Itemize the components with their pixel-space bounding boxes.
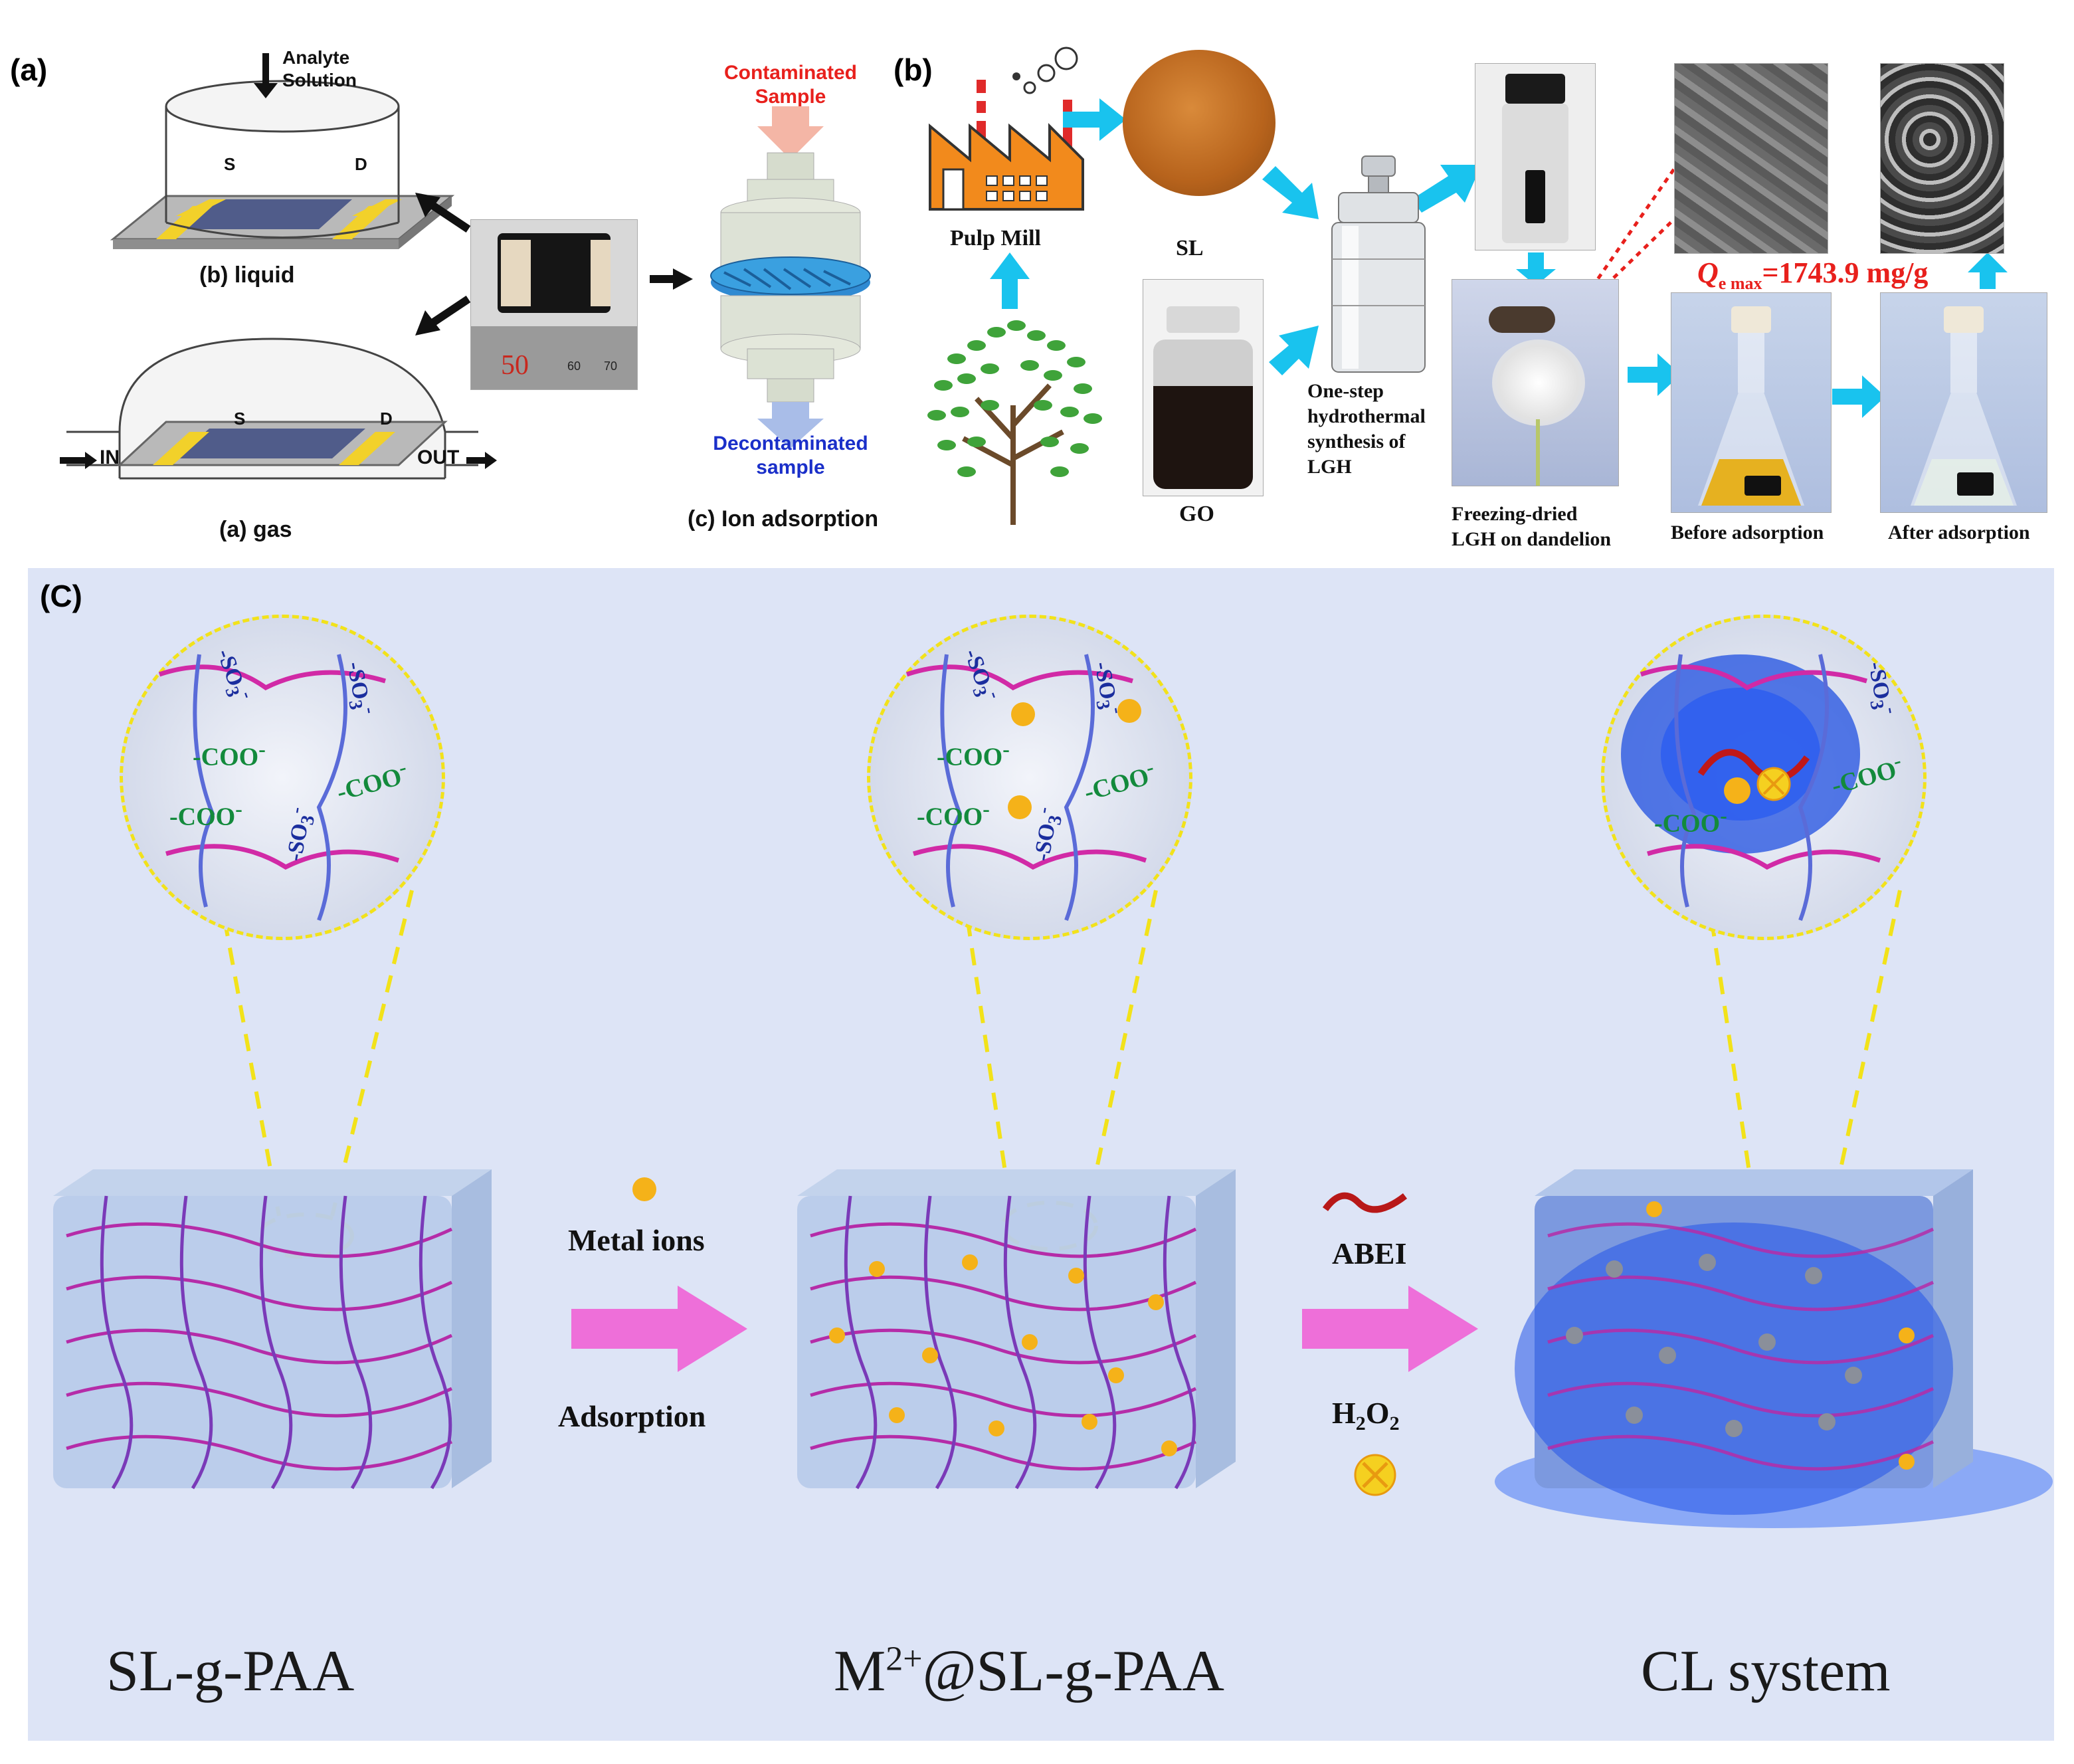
ruler-number: 50 [501,350,529,381]
title-sl-g-paa: SL-g-PAA [106,1639,355,1704]
electrode-d-label: D [355,154,367,174]
sample-photo: 50 60 70 [470,219,638,390]
tree-icon [927,320,1102,525]
pulp-mill-label: Pulp Mill [950,226,1041,250]
coo-group-5: -COO- [917,797,990,831]
sl-powder-photo [1123,50,1275,196]
reaction-arrow-icon [1302,1286,1478,1372]
h2o2-icon [1756,767,1791,801]
in-arrowhead-icon [85,452,97,469]
after-adsorption-label: After adsorption [1888,522,2030,543]
lgh-vial-photo [1475,63,1596,250]
arrow-to-gas-icon [415,296,471,336]
metal-ion-icon [1011,702,1035,726]
panel-c-label: (C) [40,579,82,613]
coo-group-4: -COO- [937,737,1010,771]
sl-label: SL [1176,236,1204,260]
adsorption-column-illustration [710,106,871,448]
metal-ion-legend-icon [632,1177,656,1201]
sem-before-photo [1674,63,1828,254]
zoom-network-sl-g-paa [158,654,400,922]
before-adsorption-label: Before adsorption [1671,522,1824,543]
ruler-tick-70: 70 [604,359,618,373]
liquid-sensor-illustration [110,53,455,249]
electrode-d-gas-label: D [380,409,393,429]
out-arrow-icon [466,457,486,464]
coo-group-7: -COO- [1654,804,1727,838]
arrow-to-adsorption-icon [650,268,693,290]
arrow-after-to-sem-icon [1968,252,2008,289]
in-label: IN [100,446,120,468]
h2o2-legend-icon [1354,1454,1396,1496]
sem-after-photo [1880,63,2004,254]
arrow-reactor-to-vial-icon [1412,165,1481,213]
hydrothermal-reactor-icon [1331,155,1426,373]
arrow-tree-to-mill-icon [990,252,1030,309]
arrow-to-liquid-icon [415,193,471,233]
panel-b-label: (b) [894,52,933,87]
gas-sensor-illustration [66,338,478,480]
abei-icon [1322,1192,1408,1213]
after-adsorption-photo [1880,292,2047,513]
out-arrowhead-icon [485,452,497,469]
cube-m-sl-g-paa [797,1169,1236,1490]
out-label: OUT [417,446,460,468]
arrow-before-to-after-icon [1832,375,1885,418]
electrode-s-label: S [224,154,236,174]
go-label: GO [1179,502,1214,526]
arrow-vial-to-dandelion-icon [1516,252,1556,286]
metal-ion-icon [1008,795,1032,819]
electrode-s-gas-label: S [234,409,246,429]
qe-max-value: Qe max=1743.9 mg/g [1697,256,1929,293]
in-arrow-icon [60,457,86,464]
title-cl-system: CL system [1641,1639,1891,1704]
adsorption-label: Adsorption [558,1399,706,1433]
before-adsorption-photo [1671,292,1832,513]
metal-ions-label: Metal ions [568,1223,705,1257]
zoom-network-cl-system [1621,654,1881,922]
arrow-go-to-reactor-icon [1269,326,1319,375]
coo-group-2: -COO- [169,797,242,831]
gas-caption: (a) gas [219,517,292,542]
title-m-sl-g-paa: M2+@SL-g-PAA [834,1639,1224,1704]
ion-adsorption-caption: (c) Ion adsorption [688,506,879,532]
go-bottle-photo [1143,279,1264,496]
zoom-network-m-sl-g-paa [905,654,1147,922]
coo-group-1: -COO- [193,737,266,771]
liquid-caption: (b) liquid [199,262,295,288]
panel-a-label: (a) [10,52,48,87]
metal-ion-icon [1117,699,1141,723]
arrow-dandelion-to-before-icon [1628,353,1681,396]
cube-sl-g-paa [53,1169,492,1490]
abei-label: ABEI [1332,1236,1407,1270]
sensor-pointer-arrows [415,193,471,336]
ruler-tick-60: 60 [567,359,581,373]
metal-ion-icon [1724,777,1750,804]
dandelion-photo [1452,279,1619,486]
h2o2-label: H2O2 [1332,1396,1400,1435]
arrow-sl-to-reactor-icon [1262,166,1319,219]
cube-cl-system [1495,1169,2053,1528]
arrow-mill-to-sl-icon [1063,98,1126,141]
adsorption-arrow-icon [571,1286,747,1372]
